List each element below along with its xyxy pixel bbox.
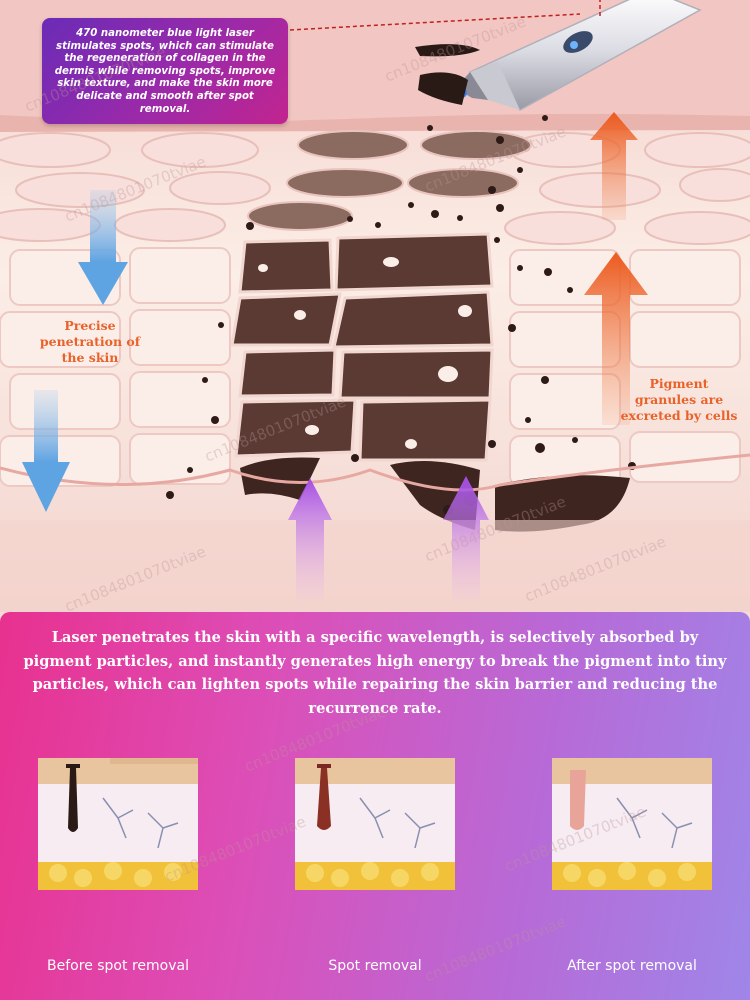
treatment-explanation-section: Laser penetrates the skin with a specifi… <box>0 612 750 1000</box>
skin-cross-section-illustration: 470 nanometer blue light laser stimulate… <box>0 0 750 612</box>
after-spot-removal-image <box>552 758 712 890</box>
penetration-label: Precise penetration of the skin <box>39 318 141 365</box>
treatment-description: Laser penetrates the skin with a specifi… <box>23 629 727 717</box>
skin-layers-graphic <box>0 0 750 600</box>
callout-text: 470 nanometer blue light laser stimulate… <box>54 28 276 115</box>
penetration-arrow-icon <box>22 190 128 512</box>
caption-after: After spot removal <box>567 958 697 974</box>
laser-beam-arrow-icon <box>288 476 489 600</box>
caption-during: Spot removal <box>328 958 422 974</box>
laser-info-callout: 470 nanometer blue light laser stimulate… <box>42 18 288 124</box>
caption-before: Before spot removal <box>47 958 189 974</box>
before-spot-removal-image <box>38 758 198 890</box>
spot-removal-image <box>295 758 455 890</box>
pigment-excreted-label: Pigment granules are excreted by cells <box>620 376 738 423</box>
laser-pen-icon <box>289 0 702 111</box>
excretion-arrow-icon <box>584 112 648 425</box>
